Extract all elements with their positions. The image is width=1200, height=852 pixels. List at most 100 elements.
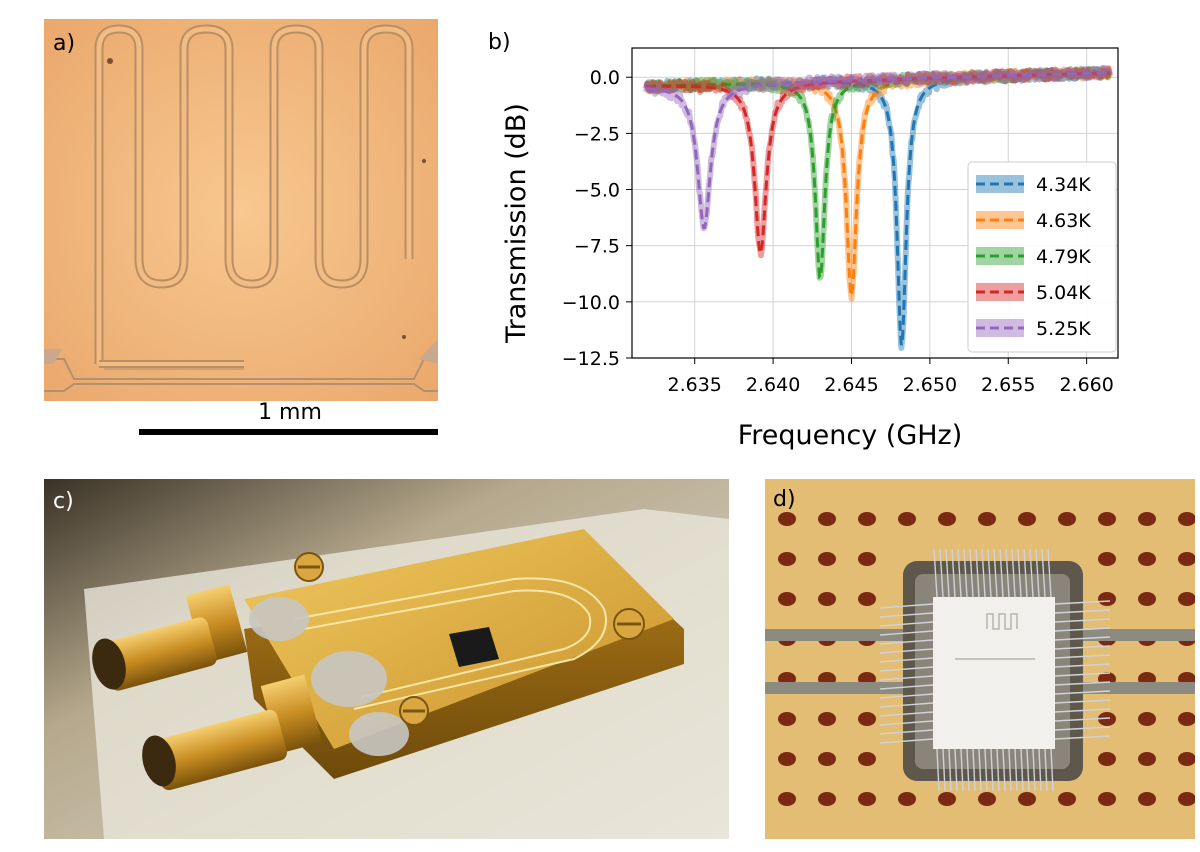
legend-entry: 4.34K bbox=[1036, 174, 1091, 196]
wire-bond bbox=[1011, 548, 1016, 598]
x-tick-label: 2.640 bbox=[746, 374, 800, 396]
pcb-wirebond-photo bbox=[765, 479, 1195, 839]
pcb-via-hole bbox=[818, 792, 836, 806]
wire-bond bbox=[879, 666, 934, 672]
legend-entry: 5.25K bbox=[1036, 318, 1091, 340]
pcb-via-hole bbox=[978, 792, 996, 806]
pcb-via-hole bbox=[898, 512, 916, 526]
wire-bond bbox=[1020, 748, 1024, 792]
wire-bond bbox=[1054, 618, 1111, 623]
wire-bond bbox=[1054, 699, 1111, 704]
pcb-via-hole bbox=[1018, 512, 1036, 526]
wire-bond bbox=[1054, 627, 1111, 632]
pcb-via-hole bbox=[1138, 712, 1156, 726]
pcb-via-hole bbox=[1178, 552, 1195, 566]
panel-a-micrograph: a) bbox=[44, 19, 438, 401]
legend-swatch-band bbox=[976, 247, 1024, 265]
wire-bond bbox=[1054, 681, 1111, 686]
pcb-via-hole bbox=[1138, 592, 1156, 606]
wire-bond bbox=[1054, 672, 1111, 677]
wire-bond bbox=[972, 748, 976, 792]
pcb-via-hole bbox=[858, 752, 876, 766]
pcb-via-hole bbox=[1018, 792, 1036, 806]
x-axis-label: Frequency (GHz) bbox=[738, 420, 963, 451]
pcb-via-hole bbox=[778, 752, 796, 766]
panel-d-label: d) bbox=[773, 487, 796, 512]
pcb-via-hole bbox=[778, 512, 796, 526]
wire-bond bbox=[879, 621, 934, 627]
wire-bond bbox=[951, 548, 956, 598]
wire-bond bbox=[1023, 548, 1028, 598]
x-tick-label: 2.645 bbox=[824, 374, 878, 396]
wire-bond bbox=[879, 720, 934, 726]
panel-a-label: a) bbox=[53, 31, 76, 56]
legend-box bbox=[967, 161, 1117, 353]
pcb-via-hole bbox=[778, 792, 796, 806]
pcb-via-hole bbox=[1178, 512, 1195, 526]
pcb-via-hole bbox=[818, 552, 836, 566]
pcb-via-hole bbox=[1098, 792, 1116, 806]
pcb-via-hole bbox=[818, 512, 836, 526]
pcb-via-hole bbox=[858, 792, 876, 806]
x-tick-label: 2.650 bbox=[903, 374, 957, 396]
wire-bond bbox=[879, 675, 934, 681]
wire-bond bbox=[1054, 636, 1111, 641]
panel-d-photo: d) bbox=[765, 479, 1195, 839]
pcb-via-hole bbox=[978, 512, 996, 526]
y-tick-label: −10.0 bbox=[562, 292, 620, 314]
pcb-via-hole bbox=[1178, 712, 1195, 726]
pcb-via-hole bbox=[898, 792, 916, 806]
sample-box-photo bbox=[44, 479, 729, 839]
wire-bond bbox=[879, 657, 934, 663]
wire-bond bbox=[942, 748, 946, 792]
pcb-via-hole bbox=[818, 592, 836, 606]
legend-swatch-band bbox=[976, 211, 1024, 229]
y-tick-label: −7.5 bbox=[574, 236, 620, 258]
pcb-via-hole bbox=[938, 512, 956, 526]
wire-bond bbox=[1054, 609, 1111, 614]
wire-bond bbox=[1008, 748, 1012, 792]
pcb-via-hole bbox=[778, 712, 796, 726]
wire-bond bbox=[1054, 726, 1111, 731]
wire-bond bbox=[969, 548, 974, 598]
wire-bond bbox=[879, 639, 934, 645]
series-fit-5.04K bbox=[646, 71, 1111, 256]
wire-bond bbox=[981, 548, 986, 598]
legend-swatch-band bbox=[976, 319, 1024, 337]
x-tick-label: 2.660 bbox=[1059, 374, 1113, 396]
y-tick-label: −5.0 bbox=[574, 180, 620, 202]
wire-bond bbox=[966, 748, 970, 792]
pcb-via-hole bbox=[1058, 512, 1076, 526]
wire-bond bbox=[975, 548, 980, 598]
wire-bond bbox=[993, 548, 998, 598]
wire-bond bbox=[1002, 748, 1006, 792]
wire-bond bbox=[1054, 708, 1111, 713]
pcb-via-hole bbox=[1178, 592, 1195, 606]
y-axis-label: Transmission (dB) bbox=[501, 103, 532, 344]
scale-bar-label: 1 mm bbox=[258, 400, 322, 425]
wire-bond bbox=[1044, 748, 1048, 792]
pcb-via-hole bbox=[858, 512, 876, 526]
wire-bond bbox=[1026, 748, 1030, 792]
wire-bond bbox=[879, 693, 934, 699]
pcb-via-hole bbox=[1178, 752, 1195, 766]
wire-bond bbox=[957, 548, 962, 598]
pcb-via-hole bbox=[1098, 712, 1116, 726]
series-measured-4.63K bbox=[644, 65, 1113, 302]
plot-frame bbox=[631, 47, 1119, 359]
pcb-via-hole bbox=[1138, 512, 1156, 526]
wire-bond bbox=[1054, 600, 1111, 605]
y-tick-label: −12.5 bbox=[562, 348, 620, 370]
series-fit-5.25K bbox=[646, 71, 1111, 230]
wire-bond bbox=[978, 748, 982, 792]
wire-bond bbox=[1050, 748, 1054, 792]
wire-bond bbox=[879, 612, 934, 618]
resonator-micrograph-image bbox=[44, 19, 438, 401]
wire-bond bbox=[1041, 548, 1046, 598]
wire-bond bbox=[1054, 717, 1111, 722]
pcb-via-hole bbox=[1098, 552, 1116, 566]
wire-bond bbox=[879, 702, 934, 708]
wire-bond bbox=[933, 548, 938, 598]
pcb-via-hole bbox=[858, 552, 876, 566]
